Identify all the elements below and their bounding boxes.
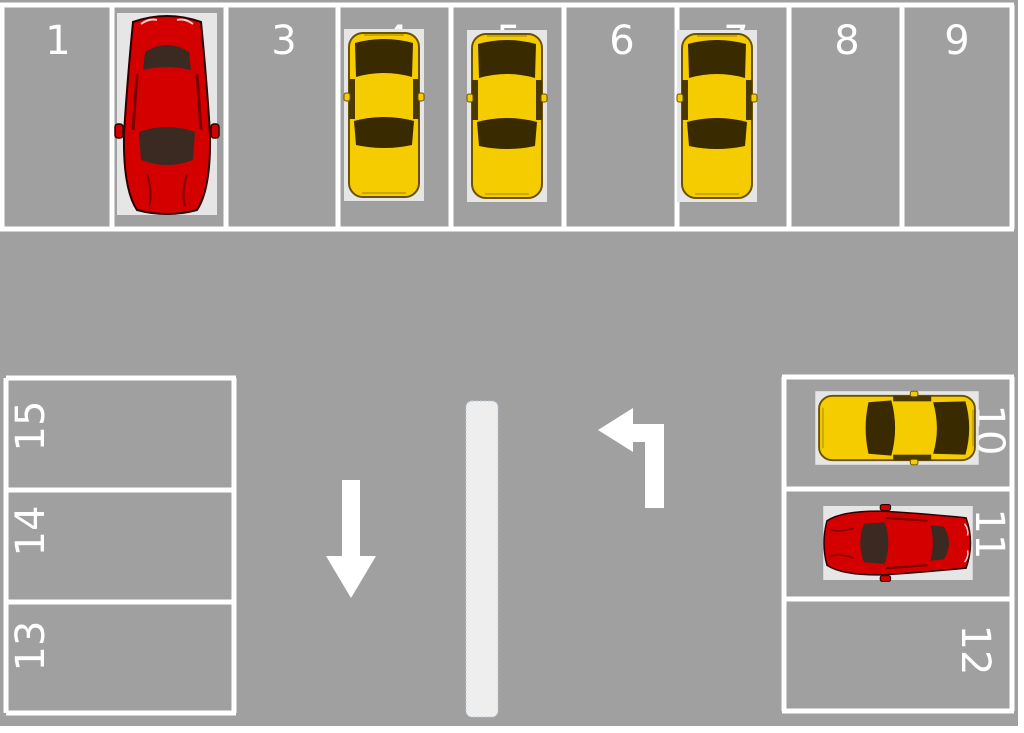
car-yellow-spot-5 (466, 29, 548, 203)
left-column-labels: 15 14 13 (8, 401, 54, 672)
spot-label-15: 15 (8, 401, 54, 452)
spot-label-11: 11 (966, 509, 1012, 560)
spot-label-13: 13 (8, 621, 54, 672)
spot-label-8: 8 (834, 18, 859, 64)
car-yellow-spot-4 (343, 28, 425, 202)
spot-label-1: 1 (45, 18, 70, 64)
spot-label-6: 6 (609, 18, 634, 64)
car-red-spot-11 (822, 503, 974, 583)
car-yellow-spot-7 (676, 29, 758, 203)
left-column-lines (3, 375, 237, 716)
spot-label-9: 9 (944, 18, 969, 64)
arrow-down-icon (326, 480, 376, 598)
right-column-lines (781, 374, 1015, 714)
turn-left-arrow-icon (598, 408, 664, 508)
car-yellow-spot-10 (814, 390, 980, 466)
spot-label-14: 14 (8, 506, 54, 557)
spot-label-12: 12 (952, 625, 998, 676)
right-column-labels: 10 11 12 (952, 405, 1012, 676)
car-red-spot-2 (113, 11, 221, 217)
spot-label-3: 3 (271, 18, 296, 64)
lane-divider (465, 400, 499, 718)
